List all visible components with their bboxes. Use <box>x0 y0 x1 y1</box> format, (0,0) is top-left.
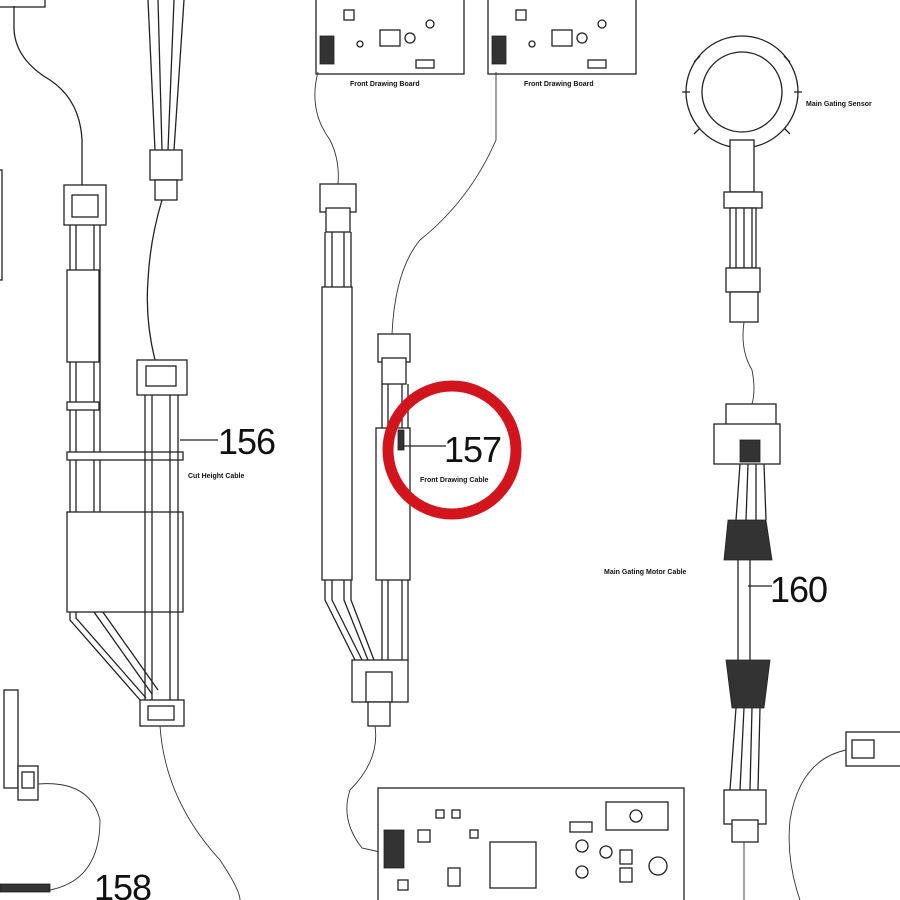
main-gating-sensor <box>682 35 802 405</box>
main-control-board <box>377 787 685 900</box>
label-front-drawing-cable: Front Drawing Cable <box>420 477 489 484</box>
callout-156: 156 <box>218 421 275 462</box>
callout-157: 157 <box>444 429 501 470</box>
label-main-gating-sensor: Main Gating Sensor <box>806 101 872 108</box>
main-gating-motor-cable-harness <box>713 403 781 900</box>
bottom-right-connector <box>788 731 900 900</box>
callout-158: 158 <box>94 867 151 900</box>
front-drawing-cable-harness <box>314 71 497 853</box>
cut-height-cable-harness <box>63 0 241 900</box>
callout-160: 160 <box>770 569 827 610</box>
top-left-connector <box>0 0 83 185</box>
label-front-drawing-board-right: Front Drawing Board <box>524 81 594 88</box>
item-158-component <box>0 689 101 893</box>
label-main-gating-motor-cable: Main Gating Motor Cable <box>604 569 687 576</box>
front-drawing-board-left <box>315 0 465 75</box>
front-drawing-board-right <box>487 0 637 75</box>
highlight-circle-157 <box>382 380 522 520</box>
left-edge-fragment <box>0 169 3 281</box>
label-front-drawing-board-left: Front Drawing Board <box>350 81 420 88</box>
label-cut-height-cable: Cut Height Cable <box>188 473 244 480</box>
